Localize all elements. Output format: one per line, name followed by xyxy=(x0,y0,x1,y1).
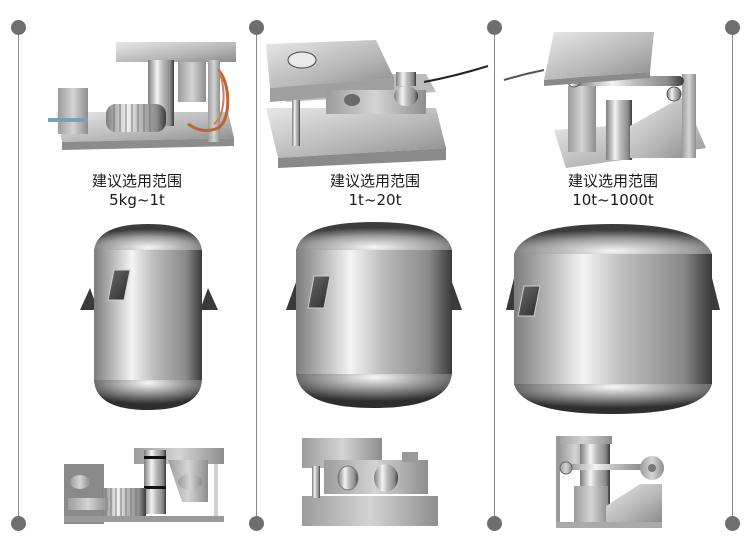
column-small-range: 建议选用范围 5kg~1t xyxy=(18,0,256,546)
column-module-diagram xyxy=(494,430,732,530)
divider-line-4 xyxy=(732,27,733,523)
column-medium-range: 建议选用范围 1t~20t xyxy=(256,0,494,546)
divider-line-2 xyxy=(256,27,257,523)
shear-beam-module-diagram xyxy=(256,430,494,530)
column-large-range: 建议选用范围 10t~1000t xyxy=(494,0,732,546)
range-caption: 建议选用范围 10t~1000t xyxy=(494,172,732,210)
bellows-module-diagram xyxy=(18,430,256,530)
range-caption: 建议选用范围 1t~20t xyxy=(256,172,494,210)
range-value: 5kg~1t xyxy=(109,191,165,209)
wide-tank-illustration xyxy=(494,220,732,420)
range-value: 1t~20t xyxy=(348,191,402,209)
medium-tank-illustration xyxy=(256,220,494,420)
shear-beam-module-photo xyxy=(256,30,494,168)
divider-dot-bottom-3 xyxy=(487,516,502,531)
range-caption: 建议选用范围 5kg~1t xyxy=(18,172,256,210)
caption-label: 建议选用范围 xyxy=(329,172,420,190)
divider-dot-top-1 xyxy=(11,20,26,35)
divider-dot-top-3 xyxy=(487,20,502,35)
column-module-photo xyxy=(494,30,732,168)
tall-tank-illustration xyxy=(18,220,256,420)
bellows-module-photo xyxy=(18,30,256,168)
divider-dot-bottom-4 xyxy=(725,516,740,531)
divider-dot-top-2 xyxy=(249,20,264,35)
divider-line-3 xyxy=(494,27,495,523)
range-value: 10t~1000t xyxy=(572,191,654,209)
divider-line-1 xyxy=(18,27,19,523)
divider-dot-top-4 xyxy=(725,20,740,35)
caption-label: 建议选用范围 xyxy=(567,172,658,190)
caption-label: 建议选用范围 xyxy=(91,172,182,190)
divider-dot-bottom-1 xyxy=(11,516,26,531)
divider-dot-bottom-2 xyxy=(249,516,264,531)
